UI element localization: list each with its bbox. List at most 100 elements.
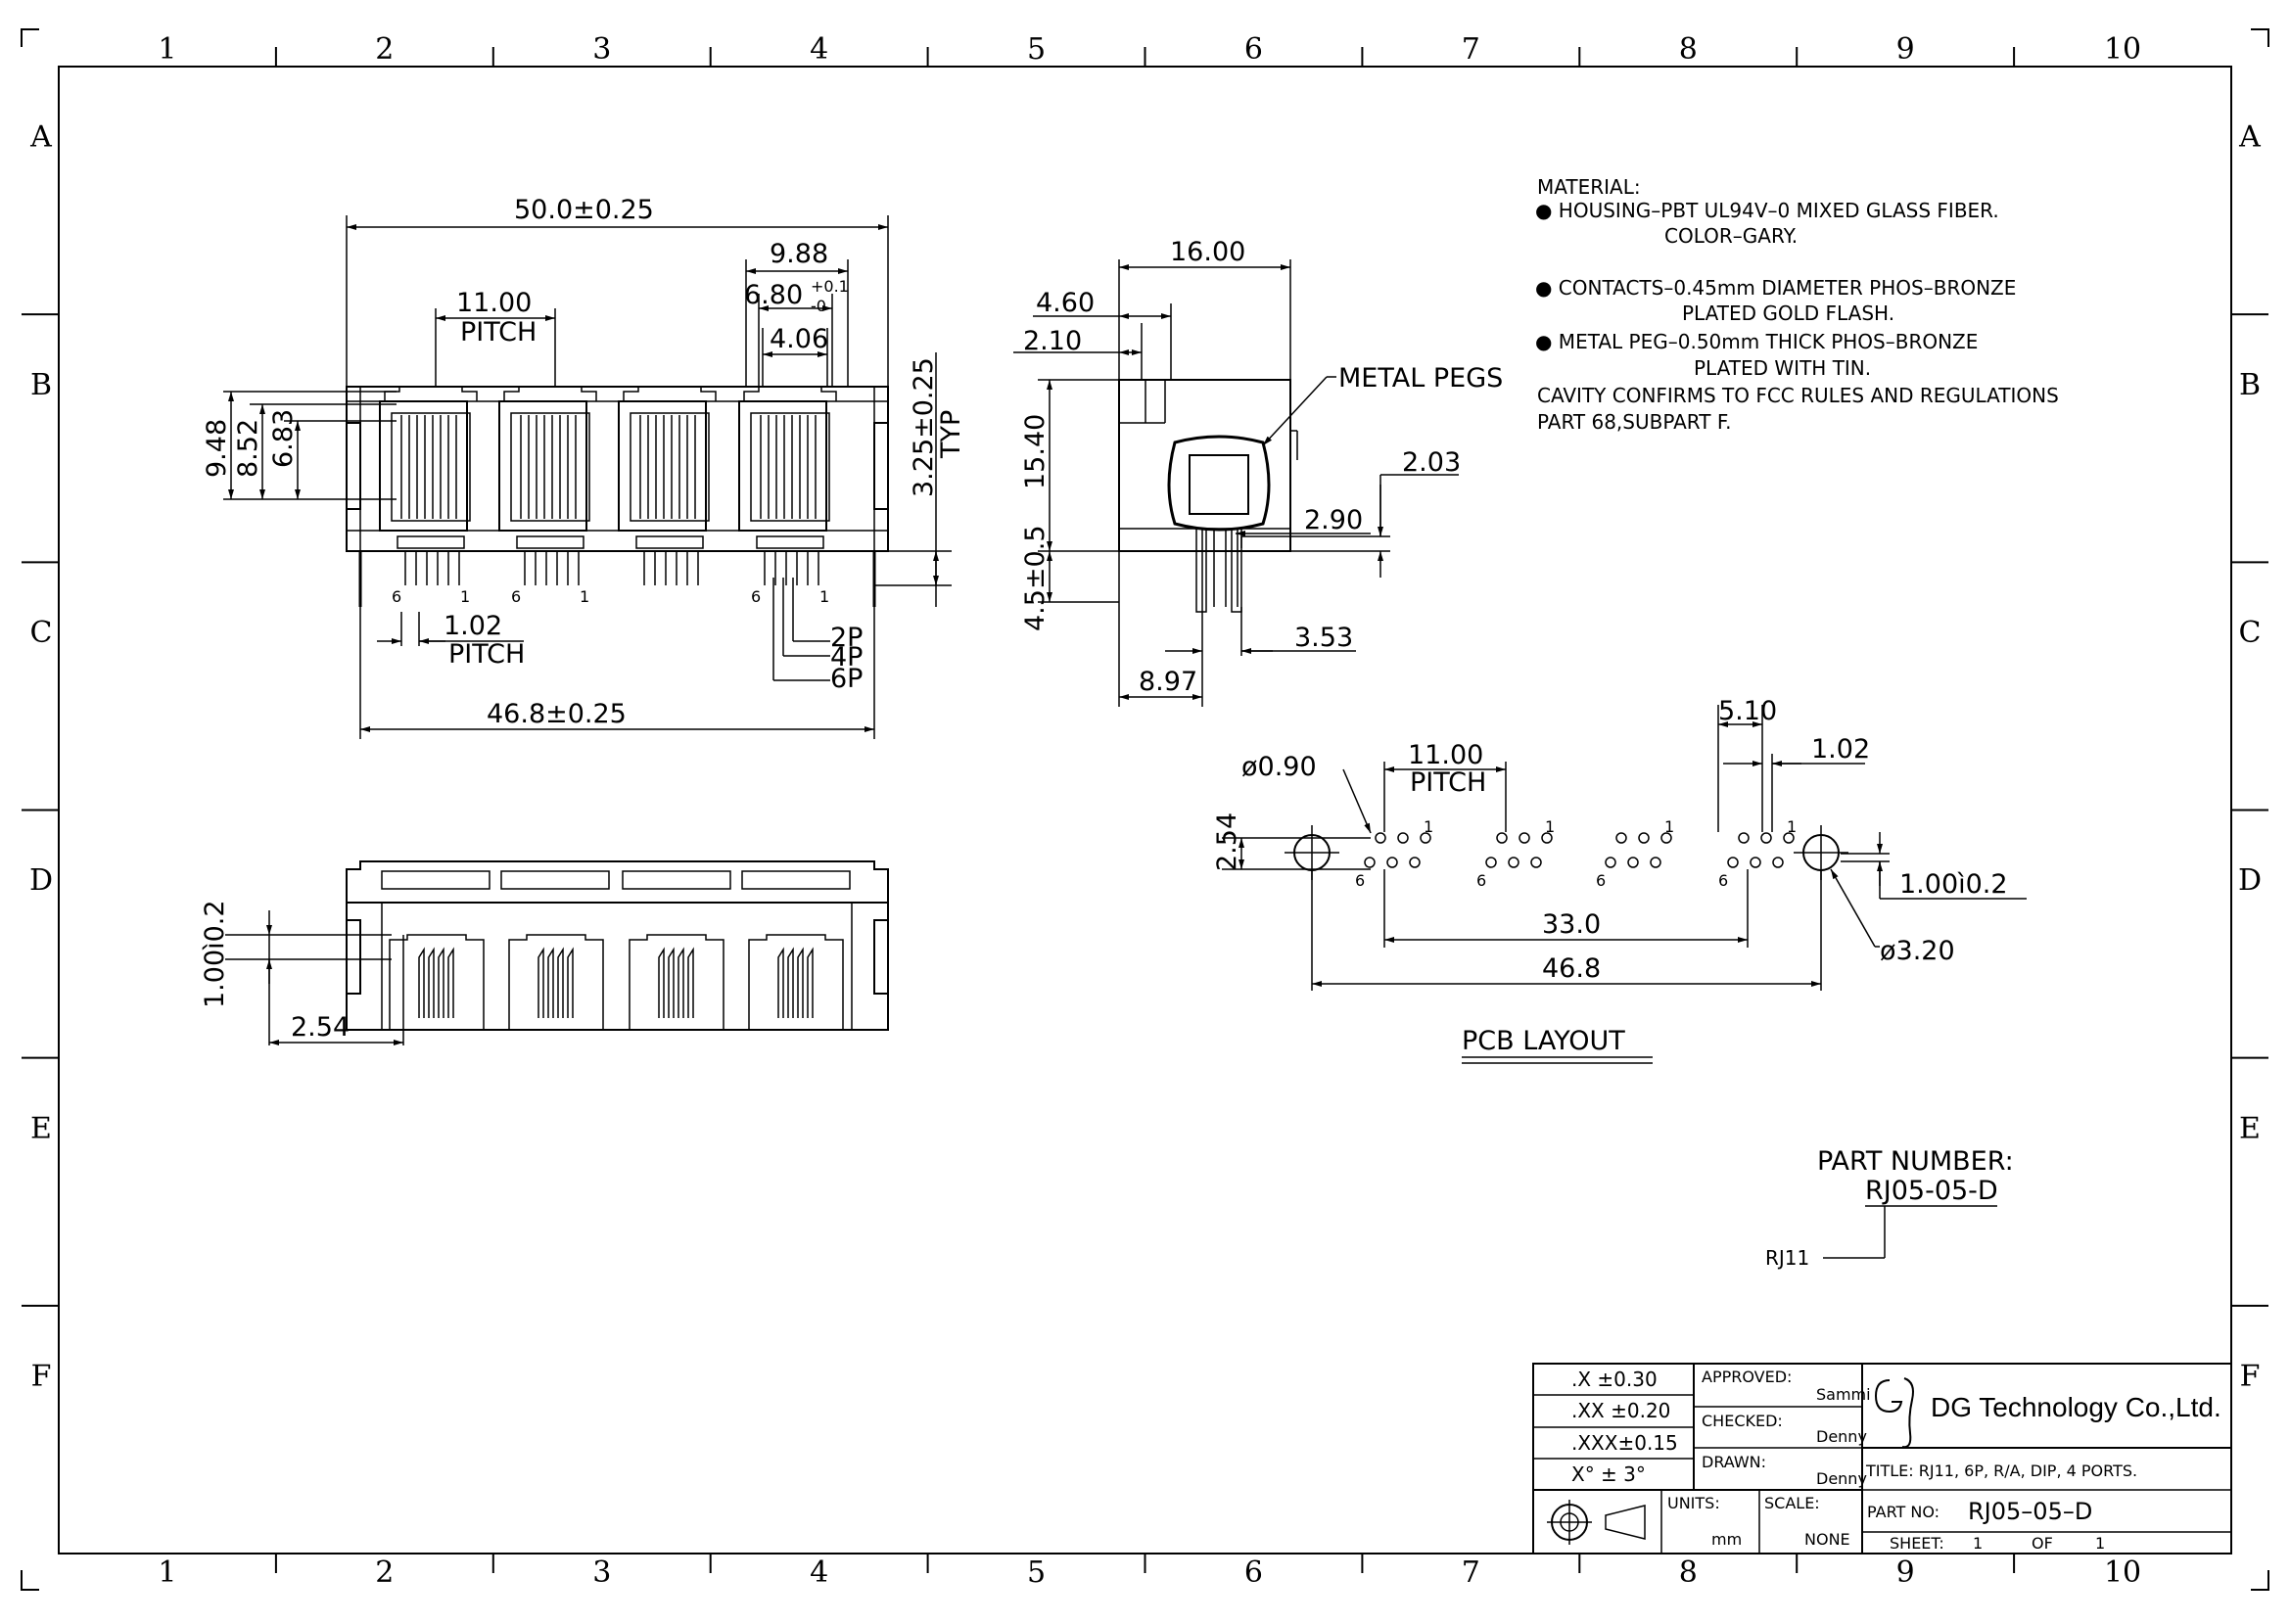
dim-jack-opening-tol-upper: +0.1 — [811, 277, 849, 296]
notes-line-3: ● CONTACTS–0.45mm DIAMETER PHOS–BRONZE — [1535, 276, 2016, 300]
bottom-port-2 — [508, 934, 604, 1030]
sheet-number: 1 — [1973, 1534, 1983, 1553]
pcb-pin-label-6-3: 6 — [1596, 871, 1606, 890]
sheet-label: SHEET: — [1890, 1534, 1944, 1553]
checked-label: CHECKED: — [1702, 1412, 1783, 1430]
bottom-slot-2 — [500, 870, 610, 890]
side-view: 16.00 4.60 2.10 15.40 4.5±0.5 METAL PEGS… — [1013, 237, 1503, 707]
zone-col-top-7: 7 — [1462, 32, 1480, 67]
dim-peg-span: 46.8±0.25 — [487, 699, 627, 729]
part-number-value: RJ05-05-D — [1865, 1176, 1998, 1206]
zone-col-bottom-6: 6 — [1244, 1555, 1263, 1590]
pcb-dim-330: 33.0 — [1542, 909, 1601, 940]
side-pins — [1201, 529, 1238, 607]
dim-203: 2.03 — [1402, 447, 1461, 478]
drawn-label: DRAWN: — [1702, 1453, 1766, 1471]
sheet-of-label: OF — [2032, 1534, 2053, 1553]
bottom-view: 1.00ì0.2 2.54 — [200, 860, 889, 1045]
dim-353: 3.53 — [1294, 623, 1353, 653]
dim-bottom-254: 2.54 — [291, 1012, 350, 1043]
bottom-port-3 — [629, 934, 724, 1030]
pcb-pin-label-1-3: 1 — [1664, 817, 1674, 836]
part-no-label: PART NO: — [1867, 1503, 1939, 1521]
zone-row-left-D: D — [29, 863, 53, 898]
scale-value: NONE — [1804, 1530, 1850, 1549]
side-housing — [1118, 379, 1291, 552]
bottom-housing — [346, 902, 889, 1031]
front-port-4 — [738, 386, 837, 585]
units-label: UNITS: — [1667, 1494, 1720, 1512]
dim-bottom-tol: 1.00ì0.2 — [200, 900, 230, 1008]
dim-jack-inner: 4.06 — [770, 324, 828, 354]
pcb-pin-label-1-1: 1 — [1424, 817, 1433, 836]
pcb-layout: ø0.90 11.00 PITCH 5.10 1.02 2.54 1.00ì0.… — [1212, 696, 2027, 1064]
drawn-name: Denny — [1816, 1469, 1867, 1488]
dim-jack-opening: 6.80 — [744, 280, 803, 310]
zone-row-right-A: A — [2238, 120, 2261, 155]
pcb-dim-254: 2.54 — [1212, 812, 1242, 871]
bottom-slot-1 — [381, 870, 491, 890]
zone-row-right-C: C — [2239, 616, 2262, 650]
zone-col-bottom-8: 8 — [1679, 1555, 1698, 1590]
pcb-pitch-label: PITCH — [1410, 767, 1486, 798]
notes-line-5: ● METAL PEG–0.50mm THICK PHOS–BRONZE — [1535, 330, 1978, 353]
zone-row-left-A: A — [29, 120, 52, 155]
company-logo-icon — [1874, 1377, 1914, 1449]
pcb-hole-group-4 — [1727, 832, 1795, 868]
tol-xx: .XX ±0.20 — [1571, 1399, 1670, 1422]
dim-side-height: 15.40 — [1020, 414, 1051, 489]
dim-pin-pitch: 1.02 — [444, 611, 502, 641]
dim-pin-length: 4.5±0.5 — [1020, 525, 1051, 631]
title-block: .X ±0.30 .XX ±0.20 .XXX±0.15 X° ± 3° APP… — [1532, 1363, 2232, 1554]
part-number-label: PART NUMBER: — [1817, 1146, 2014, 1177]
zone-col-bottom-3: 3 — [592, 1555, 611, 1590]
pcb-pin-label-6-4: 6 — [1718, 871, 1728, 890]
front-view: 50.0±0.25 9.88 6.80 +0.1 -0 4.06 11.00 P… — [202, 195, 966, 739]
front-pin-label-1-3: 1 — [819, 587, 829, 606]
dim-height-683: 6.83 — [268, 409, 299, 468]
notes-line-7: CAVITY CONFIRMS TO FCC RULES AND REGULAT… — [1537, 384, 2059, 407]
approved-name: Sammi — [1816, 1385, 1871, 1404]
zone-row-right-E: E — [2239, 1111, 2261, 1145]
variant-4p: 4P — [830, 642, 863, 673]
zone-col-bottom-7: 7 — [1462, 1555, 1480, 1590]
bottom-slot-3 — [622, 870, 731, 890]
bottom-port-4 — [748, 934, 844, 1030]
front-pin-label-1-2: 1 — [580, 587, 589, 606]
zone-col-top-3: 3 — [592, 32, 611, 67]
dim-depth: 16.00 — [1170, 237, 1245, 267]
zone-col-top-10: 10 — [2104, 32, 2141, 67]
pcb-pin-label-1-4: 1 — [1787, 817, 1797, 836]
front-port-2 — [498, 386, 597, 585]
tol-x: .X ±0.30 — [1571, 1368, 1658, 1391]
pcb-peg-dia: ø3.20 — [1880, 936, 1955, 966]
dim-897: 8.97 — [1139, 667, 1197, 697]
zone-col-bottom-4: 4 — [810, 1555, 828, 1590]
metal-peg-clip — [1167, 435, 1271, 532]
zone-row-left-E: E — [30, 1111, 52, 1145]
pcb-pitch: 11.00 — [1408, 740, 1483, 770]
projection-symbol-icon — [1547, 1500, 1646, 1545]
right-tab — [873, 422, 889, 510]
front-port-3 — [618, 386, 717, 585]
part-number-callout-label: RJ11 — [1765, 1246, 1809, 1270]
tol-angle: X° ± 3° — [1571, 1462, 1646, 1486]
dim-jack-opening-tol-lower: -0 — [811, 297, 826, 315]
variant-6p: 6P — [830, 664, 863, 694]
front-port-1 — [379, 386, 478, 585]
material-notes: MATERIAL: ● HOUSING–PBT UL94V–0 MIXED GL… — [1535, 175, 2059, 434]
zone-col-top-9: 9 — [1896, 32, 1915, 67]
zone-col-bottom-1: 1 — [158, 1555, 176, 1590]
zone-col-top-4: 4 — [810, 32, 828, 67]
front-pin-label-6-2: 6 — [511, 587, 521, 606]
zone-row-left-B: B — [30, 368, 52, 402]
pcb-pin-label-6-2: 6 — [1476, 871, 1486, 890]
zone-row-right-B: B — [2239, 368, 2261, 402]
dim-height-948: 9.48 — [202, 419, 232, 478]
dim-port-pitch-label: PITCH — [460, 317, 537, 348]
dim-pin-offset-note: TYP — [936, 410, 966, 459]
bottom-slot-4 — [741, 870, 851, 890]
pcb-hole-group-1 — [1364, 832, 1431, 868]
